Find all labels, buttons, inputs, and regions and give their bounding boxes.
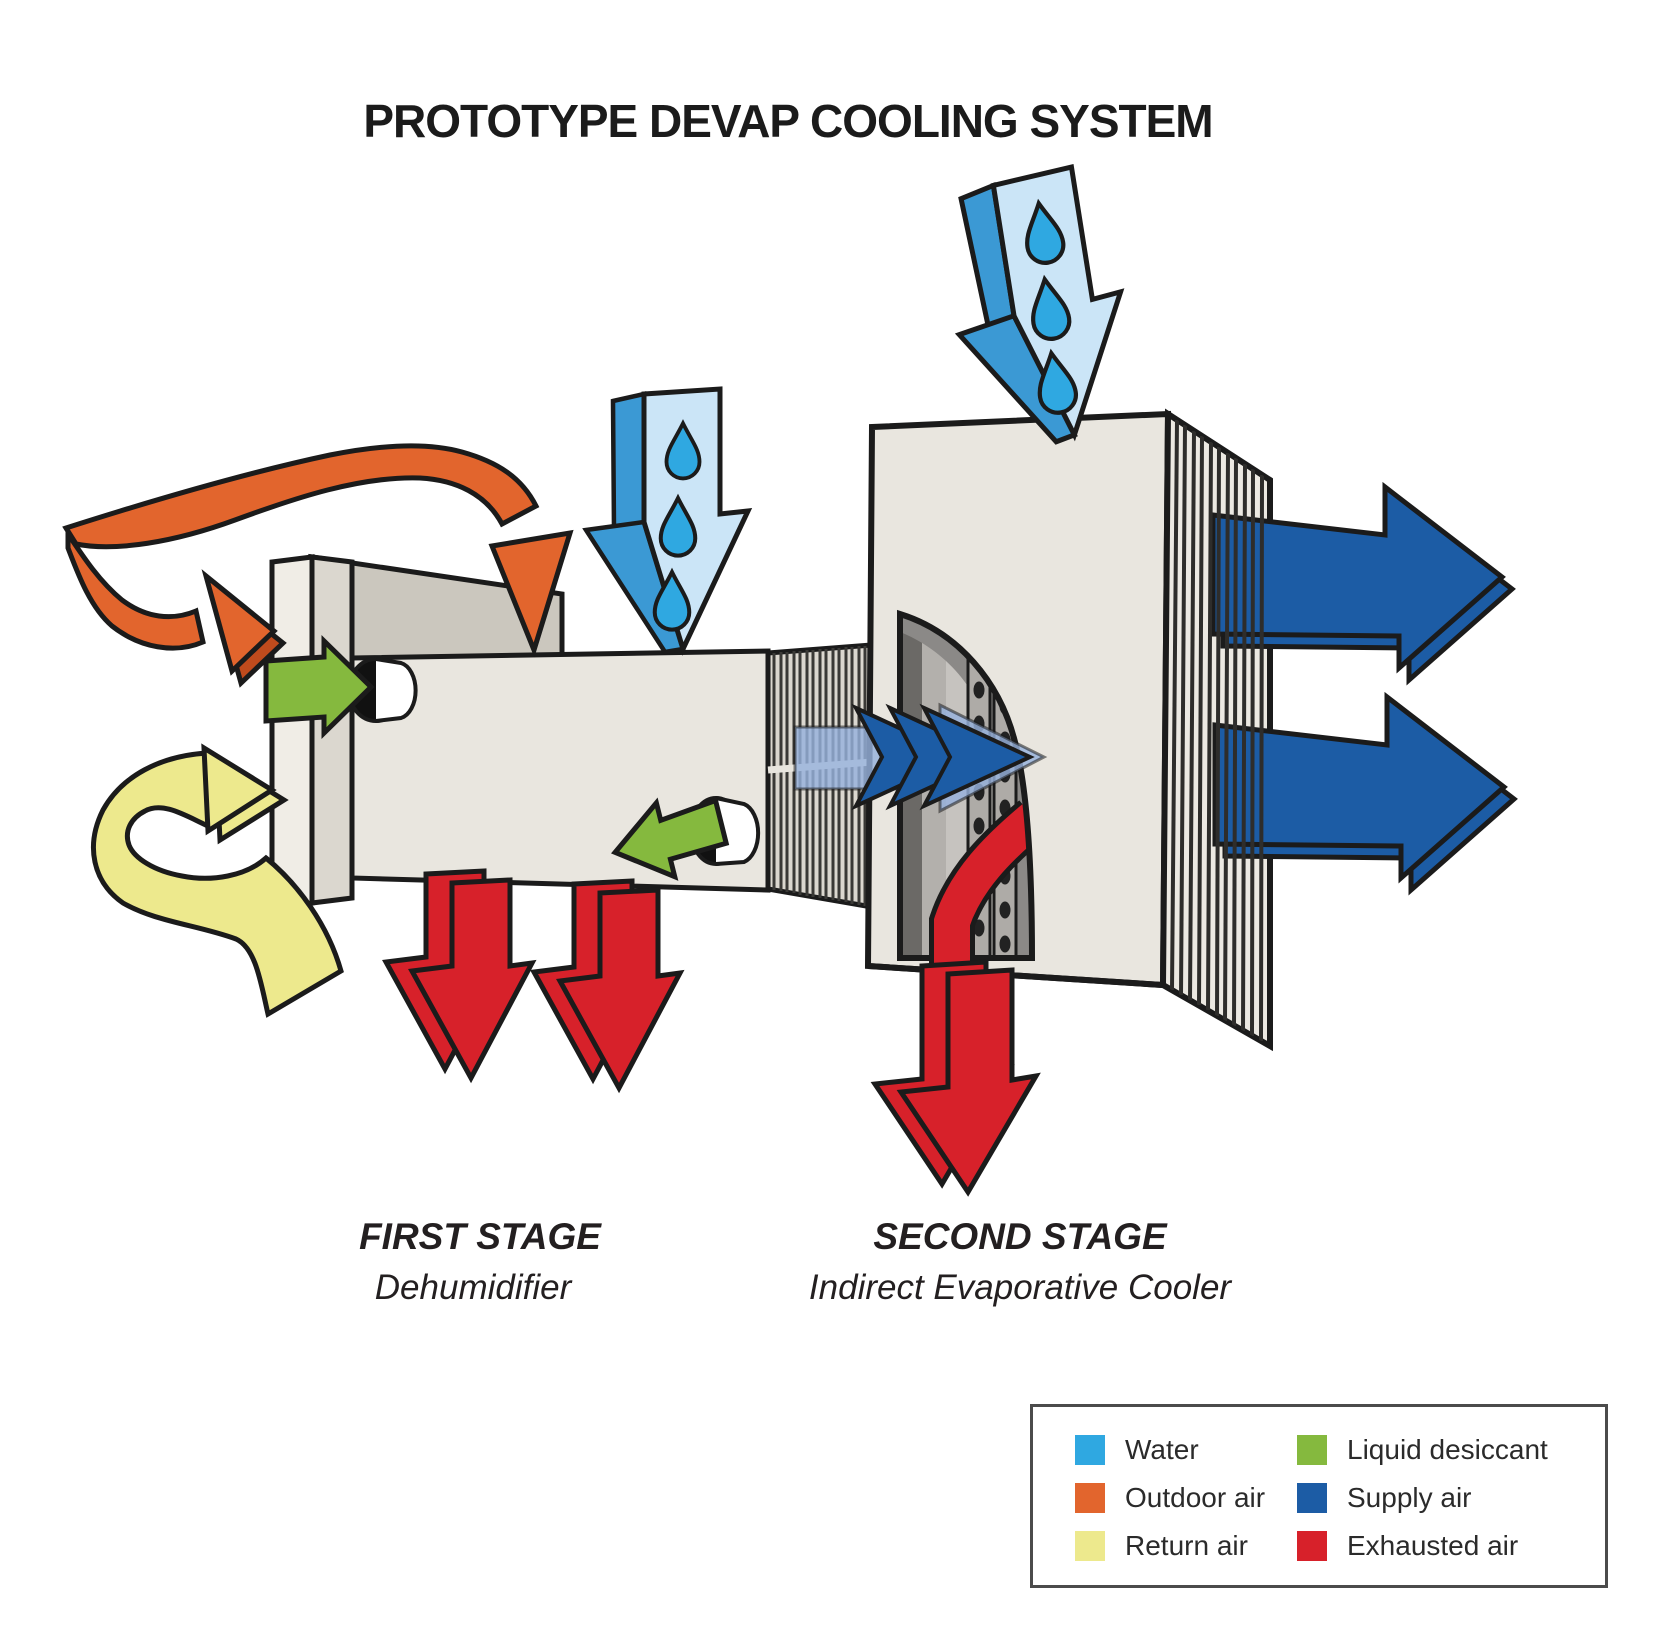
legend-item-supply-air: Supply air	[1297, 1482, 1472, 1513]
outdoor-air-swoosh	[62, 443, 574, 658]
outdoor-air-swatch-icon	[1075, 1483, 1105, 1513]
second-stage-bottom-edge	[867, 963, 1164, 988]
outdoor-air-inlet-arrow	[65, 525, 287, 688]
legend-label: Exhausted air	[1347, 1530, 1519, 1561]
supply-air-arrow-top	[1210, 481, 1516, 686]
first-stage-label: FIRST STAGE	[359, 1216, 601, 1257]
legend-item-return-air: Return air	[1075, 1530, 1248, 1561]
legend-item-water: Water	[1075, 1434, 1199, 1465]
legend-item-liquid-desiccant: Liquid desiccant	[1297, 1434, 1548, 1465]
second-stage-label: SECOND STAGE	[873, 1216, 1167, 1257]
water-droplets	[1025, 198, 1078, 415]
desiccant-port-inlet	[347, 657, 418, 723]
legend: Water Outdoor air Return air Liquid desi…	[1030, 1404, 1608, 1588]
legend-item-outdoor-air: Outdoor air	[1075, 1482, 1266, 1513]
legend-label: Supply air	[1347, 1482, 1472, 1513]
desiccant-arrow-in	[263, 635, 375, 739]
liquid-desiccant-swatch-icon	[1297, 1435, 1327, 1465]
supply-air-arrow-bottom	[1212, 691, 1518, 896]
legend-item-exhausted-air: Exhausted air	[1297, 1530, 1519, 1561]
exhausted-air-swatch-icon	[1297, 1531, 1327, 1561]
water-arrow-second-stage	[954, 163, 1125, 445]
exhausted-air-arrow-first-stage-left	[382, 868, 537, 1084]
legend-label: Water	[1125, 1434, 1199, 1465]
legend-label: Return air	[1125, 1530, 1248, 1561]
water-droplets	[652, 419, 702, 632]
supply-air-swatch-icon	[1297, 1483, 1327, 1513]
second-stage-description: Indirect Evaporative Cooler	[808, 1268, 1232, 1307]
legend-label: Liquid desiccant	[1347, 1434, 1548, 1465]
legend-label: Outdoor air	[1125, 1482, 1266, 1513]
second-stage-fin-stripes	[1170, 419, 1264, 1042]
page-title: PROTOTYPE DEVAP COOLING SYSTEM	[363, 95, 1213, 147]
exhaust-ribbon	[929, 800, 1032, 958]
first-stage-description: Dehumidifier	[374, 1268, 572, 1307]
exhausted-air-arrow-first-stage-right	[530, 878, 685, 1094]
supply-chevron-3	[919, 703, 1035, 811]
exhausted-air-arrow-second-stage	[870, 959, 1041, 1197]
water-arrow-first-stage	[582, 386, 753, 656]
return-air-arrow	[90, 743, 344, 1018]
desiccant-arrow-out	[611, 797, 730, 881]
supply-air-flow	[793, 702, 1048, 814]
outdoor-air-down-arrowhead	[488, 529, 574, 658]
return-air-swatch-icon	[1075, 1531, 1105, 1561]
water-swatch-icon	[1075, 1435, 1105, 1465]
